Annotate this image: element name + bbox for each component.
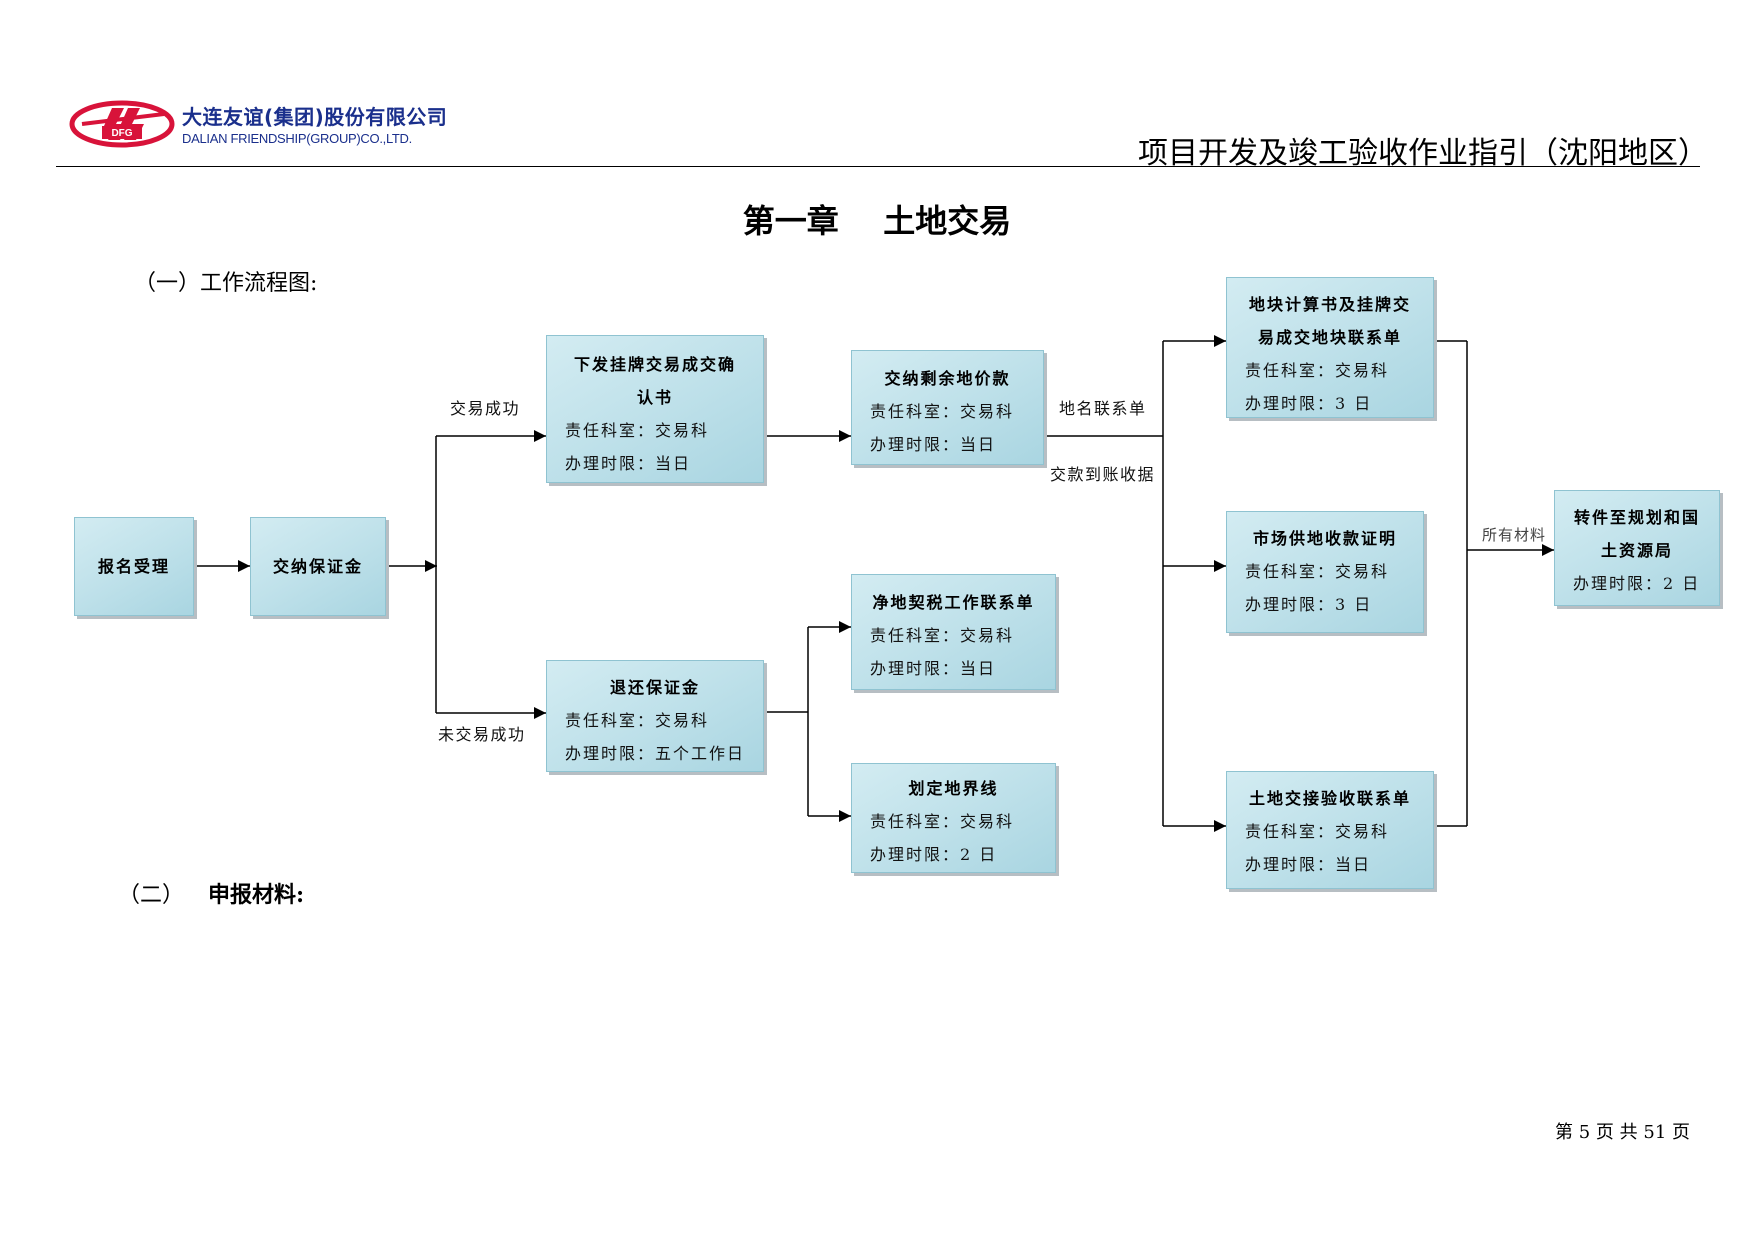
label-trade-success: 交易成功 — [450, 399, 521, 418]
box-boundary-title: 划定地界线 — [908, 779, 999, 798]
box-land-handover-title: 土地交接验收联系单 — [1248, 789, 1411, 808]
logo-text: DFG — [111, 128, 132, 139]
box-plot-calculation-resp: 责任科室：交易科 — [1245, 361, 1390, 380]
company-logo: DFG — [69, 100, 175, 148]
box-registration-title: 报名受理 — [97, 556, 170, 576]
box-market-receipt-time: 办理时限：3 日 — [1245, 595, 1373, 614]
box-refund-deposit: 退还保证金 责任科室：交易科 办理时限：五个工作日 — [546, 660, 764, 772]
box-market-receipt-resp: 责任科室：交易科 — [1245, 562, 1390, 581]
box-issue-confirmation-resp: 责任科室：交易科 — [565, 421, 710, 440]
box-deed-tax-resp: 责任科室：交易科 — [870, 626, 1015, 645]
box-transfer-bureau-title-1: 转件至规划和国 — [1573, 508, 1700, 527]
box-pay-remaining-time: 办理时限：当日 — [870, 435, 997, 454]
box-plot-calculation-title-1: 地块计算书及挂牌交 — [1248, 295, 1411, 314]
section-two-heading: 申报材料: — [208, 882, 305, 908]
box-market-receipt: 市场供地收款证明 责任科室：交易科 办理时限：3 日 — [1226, 511, 1424, 633]
company-name-en: DALIAN FRIENDSHIP(GROUP)CO.,LTD. — [182, 131, 412, 146]
chapter-title: 第一章 土地交易 — [742, 202, 1012, 240]
box-plot-calculation: 地块计算书及挂牌交 易成交地块联系单 责任科室：交易科 办理时限：3 日 — [1226, 277, 1434, 418]
box-plot-calculation-title-2: 易成交地块联系单 — [1257, 328, 1402, 347]
company-name-cn: 大连友谊(集团)股份有限公司 — [182, 105, 448, 129]
box-refund-deposit-time: 办理时限：五个工作日 — [565, 744, 746, 763]
document-title: 项目开发及竣工验收作业指引（沈阳地区） — [1138, 136, 1708, 171]
box-land-handover-time: 办理时限：当日 — [1245, 855, 1372, 874]
page-footer: 第 5 页 共 51 页 — [1555, 1122, 1690, 1143]
box-issue-confirmation: 下发挂牌交易成交确 认书 责任科室：交易科 办理时限：当日 — [546, 335, 764, 483]
box-deposit: 交纳保证金 — [250, 517, 386, 616]
box-transfer-bureau-title-2: 土资源局 — [1600, 541, 1673, 560]
box-issue-confirmation-title-1: 下发挂牌交易成交确 — [573, 355, 736, 374]
box-pay-remaining: 交纳剩余地价款 责任科室：交易科 办理时限：当日 — [851, 350, 1044, 465]
box-land-handover-resp: 责任科室：交易科 — [1245, 822, 1390, 841]
box-issue-confirmation-time: 办理时限：当日 — [565, 454, 692, 473]
box-market-receipt-title: 市场供地收款证明 — [1252, 529, 1397, 548]
box-transfer-bureau: 转件至规划和国 土资源局 办理时限：2 日 — [1554, 490, 1720, 606]
box-deed-tax-time: 办理时限：当日 — [870, 659, 997, 678]
box-boundary: 划定地界线 责任科室：交易科 办理时限：2 日 — [851, 763, 1056, 873]
label-place-name-sheet: 地名联系单 — [1059, 399, 1147, 418]
box-deed-tax: 净地契税工作联系单 责任科室：交易科 办理时限：当日 — [851, 574, 1056, 690]
header-rule — [56, 166, 1700, 167]
box-refund-deposit-title: 退还保证金 — [609, 678, 700, 697]
label-all-materials: 所有材料 — [1482, 526, 1547, 544]
box-refund-deposit-resp: 责任科室：交易科 — [565, 711, 710, 730]
label-trade-failed: 未交易成功 — [438, 725, 526, 744]
box-pay-remaining-resp: 责任科室：交易科 — [870, 402, 1015, 421]
box-transfer-bureau-time: 办理时限：2 日 — [1573, 574, 1701, 593]
box-deed-tax-title: 净地契税工作联系单 — [872, 593, 1035, 612]
box-land-handover: 土地交接验收联系单 责任科室：交易科 办理时限：当日 — [1226, 771, 1434, 889]
box-boundary-time: 办理时限：2 日 — [870, 845, 998, 864]
box-boundary-resp: 责任科室：交易科 — [870, 812, 1015, 831]
box-registration: 报名受理 — [74, 517, 194, 616]
label-payment-receipt: 交款到账收据 — [1050, 465, 1156, 484]
box-issue-confirmation-title-2: 认书 — [636, 388, 673, 407]
section-two-number: （二） — [118, 883, 185, 908]
box-deposit-title: 交纳保证金 — [272, 556, 363, 576]
section-one-heading: （一）工作流程图: — [134, 271, 318, 296]
box-pay-remaining-title: 交纳剩余地价款 — [884, 369, 1011, 388]
box-plot-calculation-time: 办理时限：3 日 — [1245, 394, 1373, 413]
